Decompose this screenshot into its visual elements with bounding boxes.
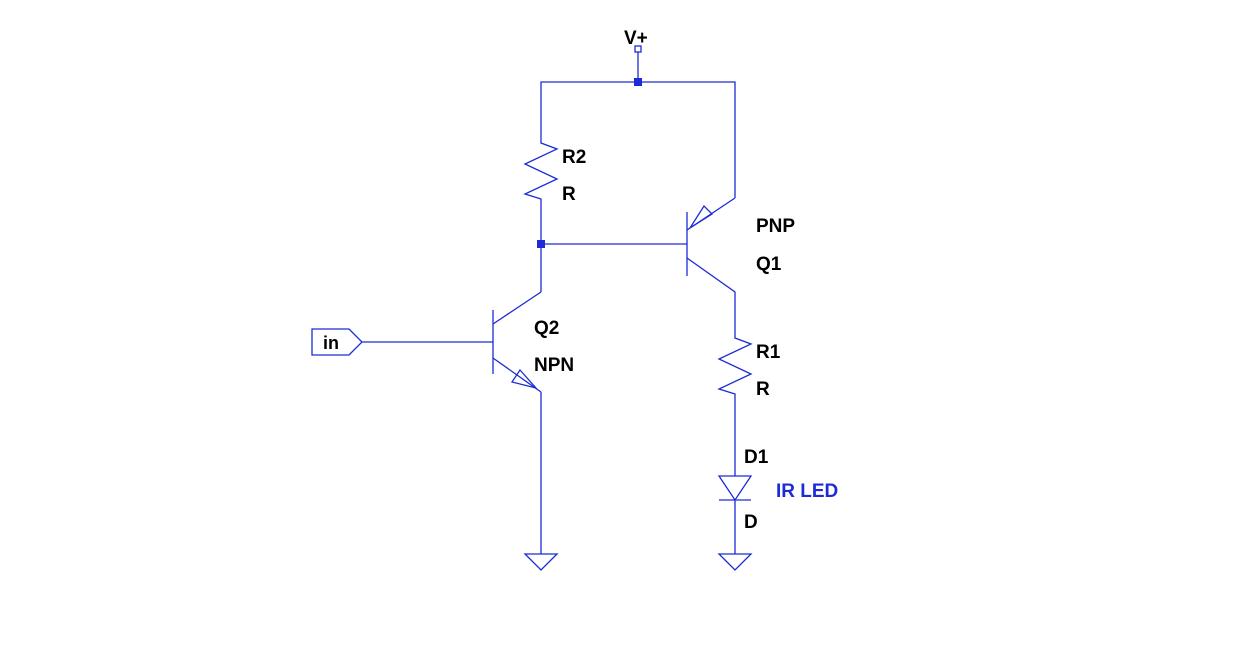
q2-collector-lead <box>492 291 542 325</box>
input-port-label: in <box>323 333 339 353</box>
junction-top <box>634 78 642 86</box>
transistor-q2[interactable]: Q2 NPN <box>492 291 574 554</box>
q2-type: NPN <box>534 355 574 376</box>
q1-type: PNP <box>756 216 795 237</box>
transistor-q1[interactable]: PNP Q1 <box>686 197 795 333</box>
q1-collector-lead <box>686 257 736 333</box>
diode-d1-comment: IR LED <box>776 481 838 502</box>
diode-d1-value: D <box>744 512 758 533</box>
q2-emitter-arrow-icon <box>510 368 538 390</box>
resistor-r2-name: R2 <box>562 147 586 168</box>
wire-top-rail <box>540 81 736 198</box>
q2-name: Q2 <box>534 318 559 339</box>
resistor-r2-value: R <box>562 184 576 205</box>
diode-d1-triangle-icon <box>717 475 753 502</box>
ground-q2-icon <box>523 553 559 571</box>
diode-d1-name: D1 <box>744 447 769 468</box>
input-port-in[interactable]: in <box>311 328 493 356</box>
input-port-flag-icon <box>311 328 363 356</box>
supply-v-plus[interactable]: V+ <box>624 28 648 82</box>
top-rail <box>540 78 736 198</box>
ground-d1-icon <box>717 553 753 571</box>
resistor-r1[interactable]: R1 R <box>717 333 781 400</box>
diode-d1[interactable]: D1 IR LED D <box>717 400 838 554</box>
resistor-r2[interactable]: R2 R <box>523 138 586 205</box>
junction-base-node <box>537 240 545 248</box>
resistor-r2-symbol <box>523 138 559 204</box>
q1-emitter-arrow-icon <box>689 204 714 229</box>
resistor-r1-value: R <box>756 379 770 400</box>
supply-label: V+ <box>624 28 648 49</box>
base-node <box>537 204 687 292</box>
q1-name: Q1 <box>756 254 782 275</box>
resistor-r1-symbol <box>717 333 753 400</box>
resistor-r1-name: R1 <box>756 342 781 363</box>
